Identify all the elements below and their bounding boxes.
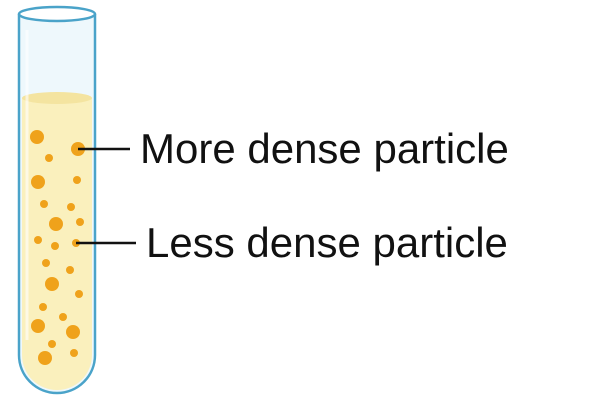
- particle-large: [30, 130, 44, 144]
- particle-small: [66, 266, 74, 274]
- label-more-dense: More dense particle: [140, 125, 509, 172]
- particle-small: [75, 290, 83, 298]
- test-tube-outline: [17, 14, 97, 395]
- particle-large: [38, 351, 52, 365]
- particle-small: [59, 313, 67, 321]
- particle-small: [42, 259, 50, 267]
- particle-large: [66, 325, 80, 339]
- particle-small: [40, 200, 48, 208]
- particle-small: [51, 242, 59, 250]
- test-tube-rim: [17, 5, 97, 23]
- liquid-surface: [22, 92, 92, 104]
- particle-small: [45, 154, 53, 162]
- label-less-dense: Less dense particle: [146, 219, 508, 266]
- particle-small: [67, 203, 75, 211]
- particle-small: [39, 303, 47, 311]
- particle-small: [34, 236, 42, 244]
- particle-small: [48, 340, 56, 348]
- particle-large: [45, 277, 59, 291]
- particle-small: [70, 349, 78, 357]
- particle-small: [76, 218, 84, 226]
- particle-large: [31, 175, 45, 189]
- particle-small: [73, 176, 81, 184]
- particle-large: [31, 319, 45, 333]
- particle-large: [49, 217, 63, 231]
